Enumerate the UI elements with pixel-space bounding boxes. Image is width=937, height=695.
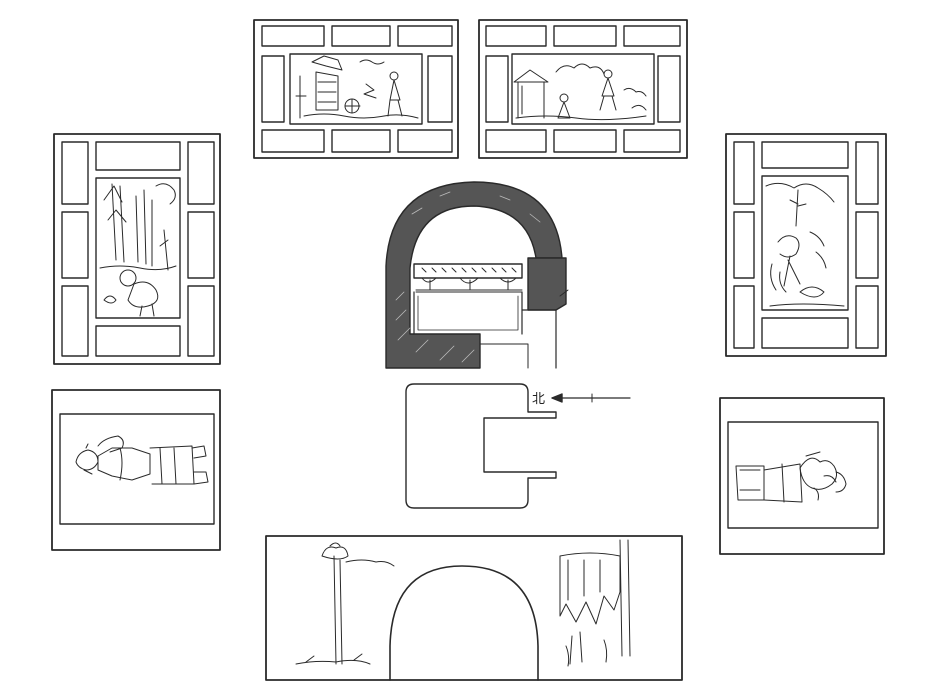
scene-house-and-figures [513,63,647,121]
panel-top-left [253,19,459,159]
panel-top-right [478,19,688,159]
panel-bottom [265,535,683,681]
panel-right-lower [719,397,885,555]
tomb-cross-section [385,181,569,369]
panel-left-upper [53,133,221,365]
north-arrow: 北 [532,392,631,407]
north-label: 北 [532,392,545,407]
scene-tree-and-crane [765,182,845,307]
standing-figure [75,435,209,485]
scene-trees-and-lion [99,183,177,317]
lamp-stand [295,542,395,665]
tomb-plan-view: 北 [405,383,631,509]
curtain-drape [559,539,631,667]
standing-figure [735,451,847,503]
panel-left-lower [51,389,221,551]
scene-figures-and-cart [295,55,419,119]
panel-right-upper [725,133,887,357]
